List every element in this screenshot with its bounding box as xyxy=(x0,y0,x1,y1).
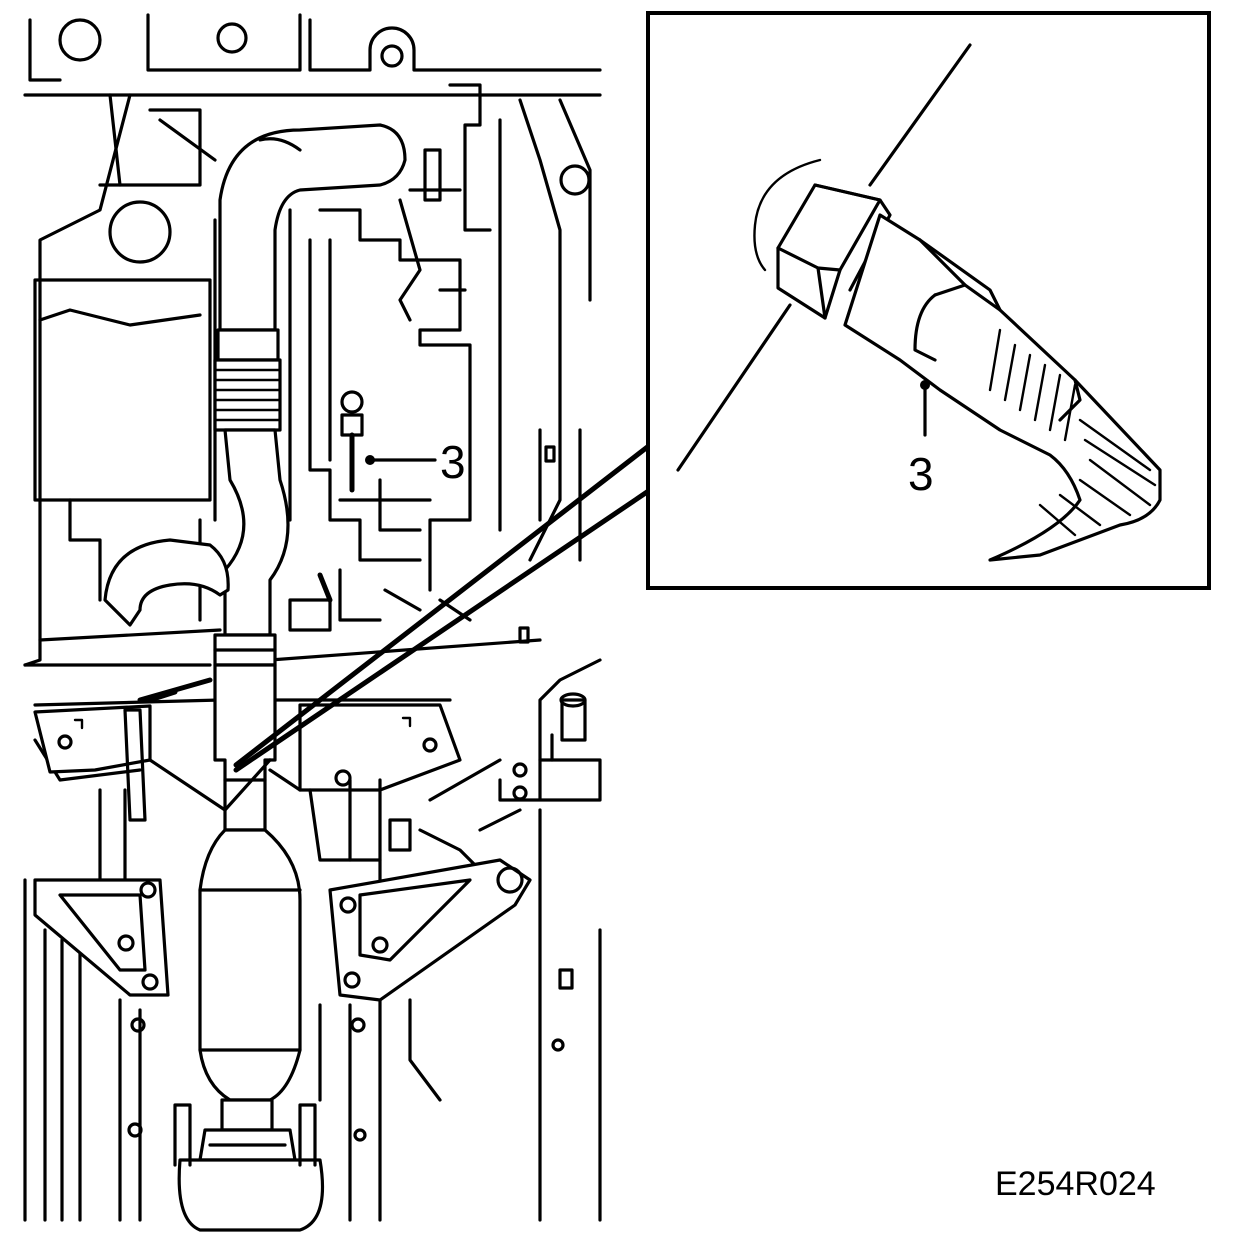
magnifier-cone xyxy=(148,442,653,812)
figure-reference-code: E254R024 xyxy=(995,1165,1156,1203)
chassis-linework xyxy=(23,13,602,1222)
callout-label-main: 3 xyxy=(440,436,466,488)
callout-label-detail: 3 xyxy=(908,448,934,500)
sensor-main: 3 xyxy=(340,390,466,493)
right-frame-linework xyxy=(428,658,602,1222)
right-bracket xyxy=(318,858,532,1222)
detail-inset: 3 xyxy=(646,11,1211,590)
exhaust-pipe xyxy=(103,123,407,1232)
